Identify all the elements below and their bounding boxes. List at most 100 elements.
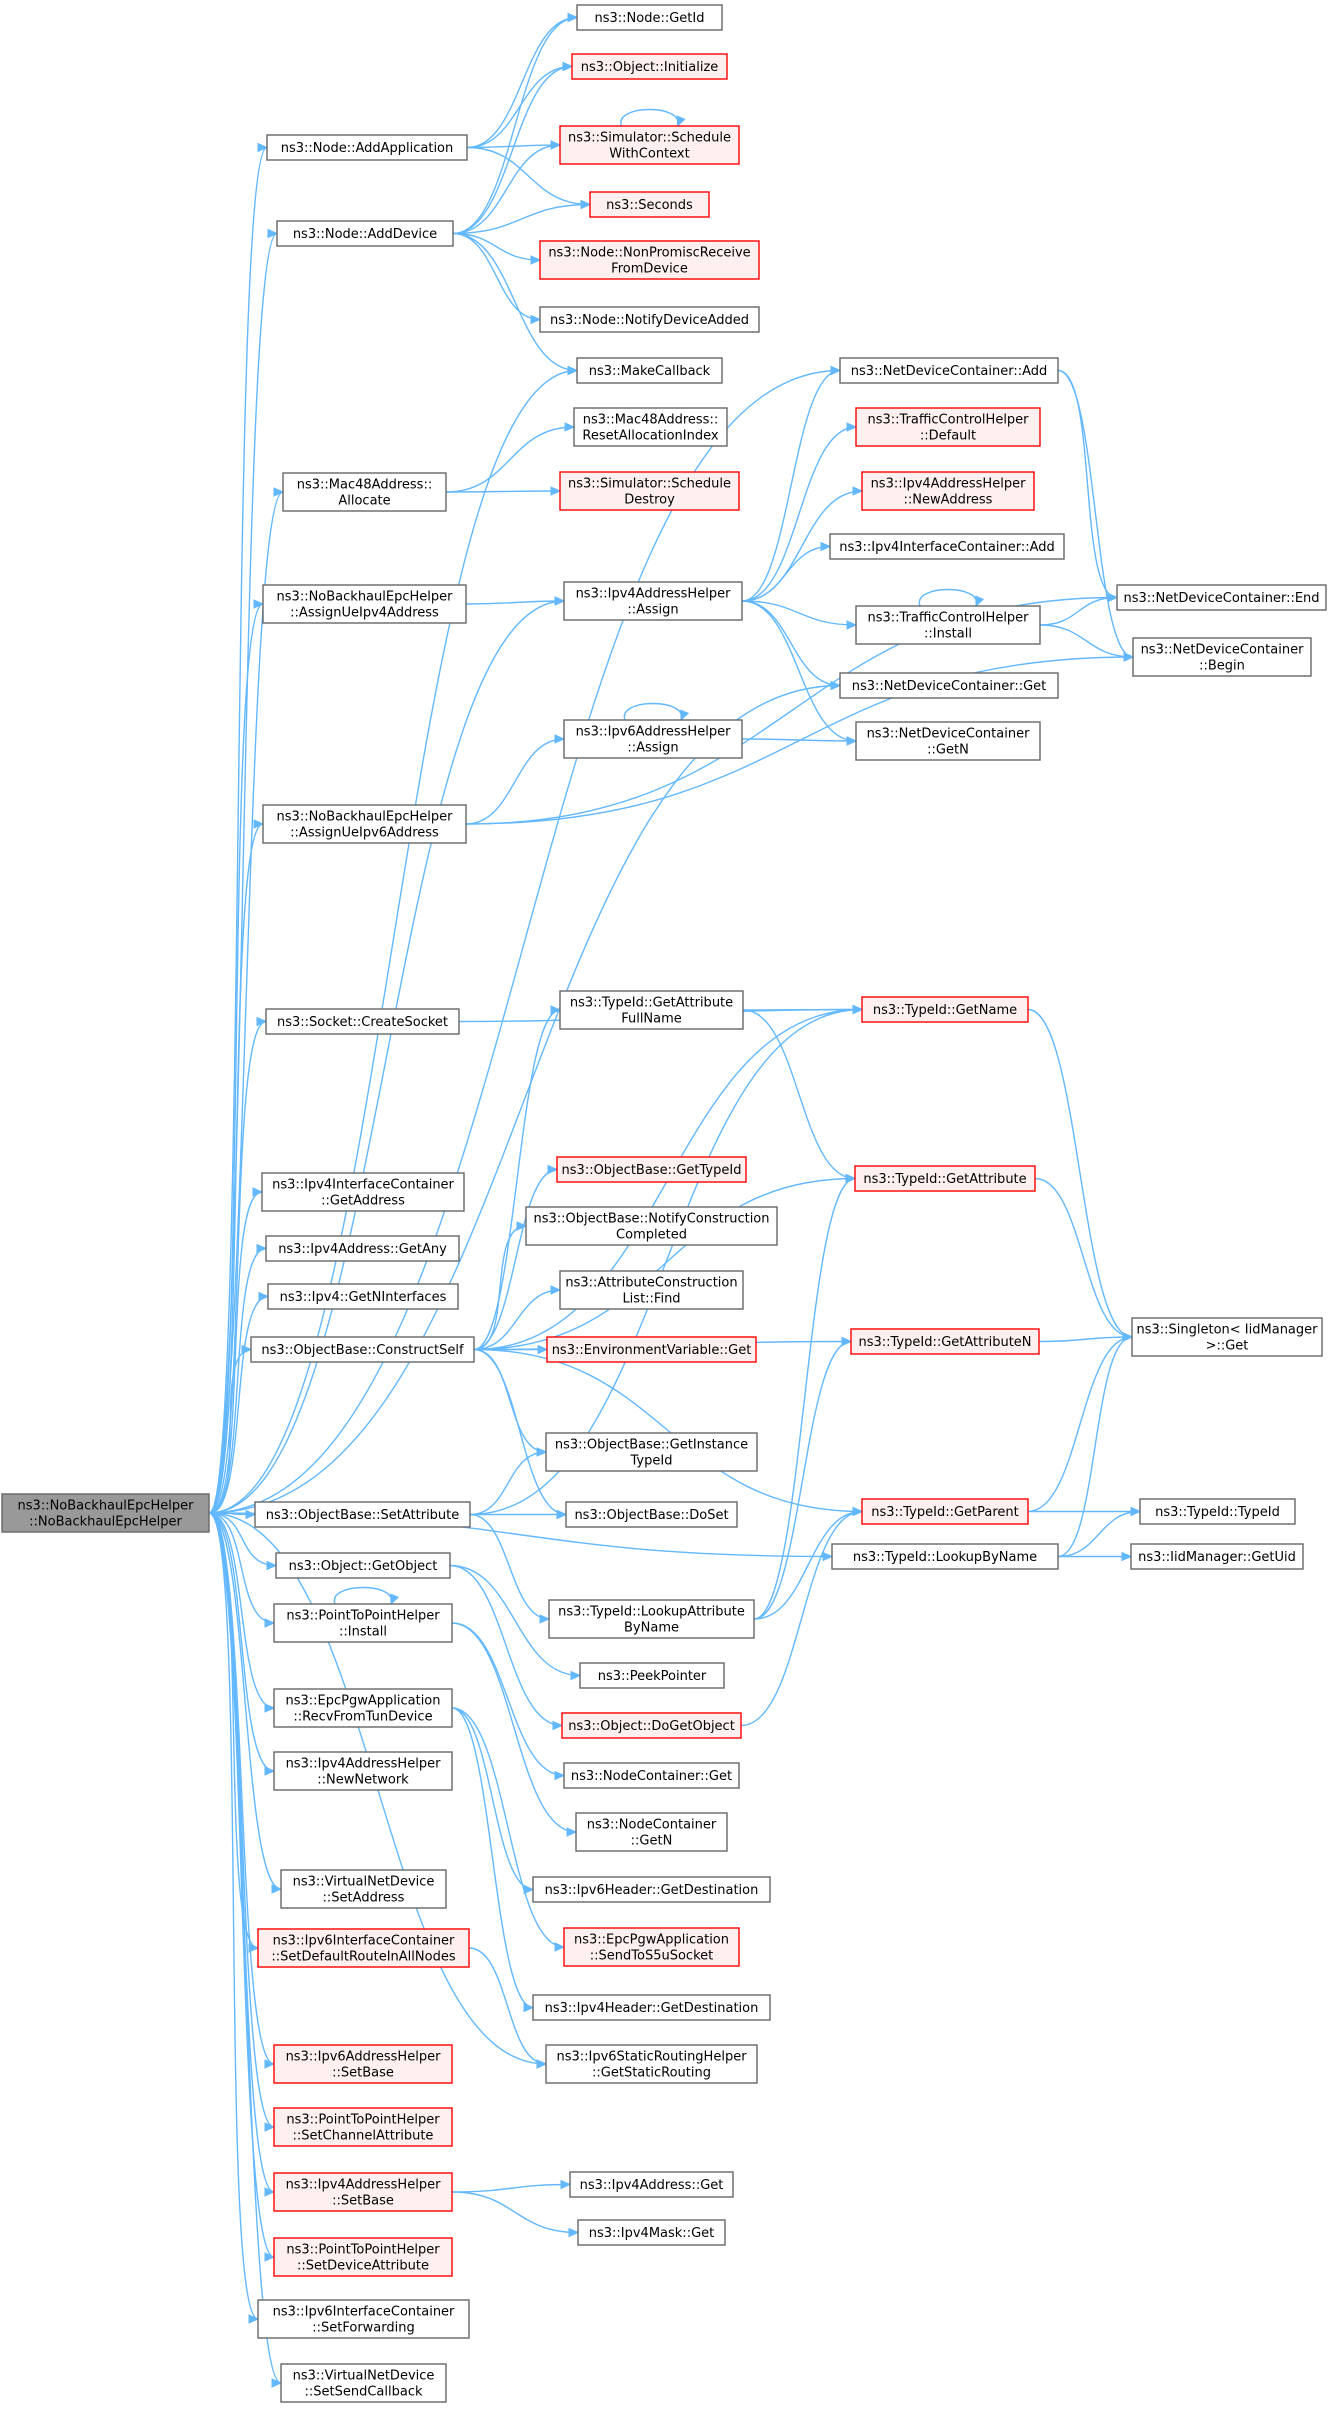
graph-node-constructSelf[interactable]: ns3::ObjectBase::ConstructSelf <box>250 1336 475 1363</box>
graph-node-vndSetAddr[interactable]: ns3::VirtualNetDevice::SetAddress <box>280 1869 447 1909</box>
call-edge <box>1039 624 1134 658</box>
graph-node-assignV4[interactable]: ns3::NoBackhaulEpcHelper::AssignUeIpv4Ad… <box>262 584 467 624</box>
graph-node-v6SetBase[interactable]: ns3::Ipv6AddressHelper::SetBase <box>273 2044 453 2084</box>
graph-node-v4icAdd[interactable]: ns3::Ipv4InterfaceContainer::Add <box>829 533 1065 560</box>
call-edge <box>452 16 578 235</box>
node-box <box>576 357 723 384</box>
graph-node-tidGetAttr[interactable]: ns3::TypeId::GetAttribute <box>854 1165 1036 1192</box>
graph-node-iidGetUid[interactable]: ns3::IidManager::GetUid <box>1130 1543 1304 1570</box>
graph-node-obNotify[interactable]: ns3::ObjectBase::NotifyConstructionCompl… <box>525 1206 778 1246</box>
graph-node-p2pInstall[interactable]: ns3::PointToPointHelper::Install <box>273 1603 453 1643</box>
graph-node-addApp[interactable]: ns3::Node::AddApplication <box>266 134 468 161</box>
graph-node-v6icSetFwd[interactable]: ns3::Ipv6InterfaceContainer::SetForwardi… <box>257 2299 470 2339</box>
graph-node-v4AddrGet[interactable]: ns3::Ipv4Address::Get <box>569 2171 734 2198</box>
call-edge <box>742 1008 863 1011</box>
graph-node-createSocket[interactable]: ns3::Socket::CreateSocket <box>265 1008 460 1035</box>
graph-node-ndcBegin[interactable]: ns3::NetDeviceContainer::Begin <box>1132 637 1312 677</box>
node-box <box>861 1498 1029 1525</box>
graph-node-v6SetDefRoute[interactable]: ns3::Ipv6InterfaceContainer::SetDefaultR… <box>257 1928 470 1968</box>
graph-node-envGet[interactable]: ns3::EnvironmentVariable::Get <box>546 1336 757 1363</box>
graph-node-obDoSet[interactable]: ns3::ObjectBase::DoSet <box>565 1501 738 1528</box>
node-label: >::Get <box>1206 1339 1249 1354</box>
graph-node-allocate[interactable]: ns3::Mac48Address::Allocate <box>282 472 447 512</box>
node-label: ::NewNetwork <box>317 1773 409 1788</box>
graph-node-notifyDevAdded[interactable]: ns3::Node::NotifyDeviceAdded <box>539 306 760 333</box>
call-edge <box>466 16 578 149</box>
node-box <box>261 1172 465 1212</box>
graph-node-doGetObj[interactable]: ns3::Object::DoGetObject <box>561 1712 742 1739</box>
graph-node-recvTun[interactable]: ns3::EpcPgwApplication::RecvFromTunDevic… <box>273 1688 453 1728</box>
node-box <box>257 1928 470 1968</box>
graph-node-setAttr[interactable]: ns3::ObjectBase::SetAttribute <box>254 1501 471 1528</box>
graph-node-ndcGet[interactable]: ns3::NetDeviceContainer::Get <box>839 672 1059 699</box>
call-edge <box>741 600 857 742</box>
graph-node-tidTypeId[interactable]: ns3::TypeId::TypeId <box>1139 1498 1296 1525</box>
graph-node-ndcAdd[interactable]: ns3::NetDeviceContainer::Add <box>839 357 1059 384</box>
graph-node-tidGetAttrN[interactable]: ns3::TypeId::GetAttributeN <box>850 1328 1040 1355</box>
graph-node-ndcGetN[interactable]: ns3::NetDeviceContainer::GetN <box>855 721 1041 761</box>
node-label: ns3::Node::NonPromiscReceive <box>548 246 750 261</box>
node-box <box>839 357 1059 384</box>
node-label: ns3::TypeId::LookupByName <box>853 1550 1037 1565</box>
graph-node-tchInstall[interactable]: ns3::TrafficControlHelper::Install <box>855 605 1041 645</box>
node-box <box>855 721 1041 761</box>
graph-node-v4NewAddr[interactable]: ns3::Ipv4AddressHelper::NewAddress <box>861 471 1035 511</box>
node-box <box>545 1432 758 1472</box>
graph-node-resetAlloc[interactable]: ns3::Mac48Address::ResetAllocationIndex <box>573 407 728 447</box>
node-box <box>545 2044 758 2084</box>
graph-node-v4MaskGet[interactable]: ns3::Ipv4Mask::Get <box>577 2219 726 2246</box>
graph-node-v6HdrDst[interactable]: ns3::Ipv6Header::GetDestination <box>532 1876 771 1903</box>
call-edge <box>742 1009 856 1180</box>
graph-node-getAny[interactable]: ns3::Ipv4Address::GetAny <box>265 1235 460 1262</box>
graph-node-v4HdrDst[interactable]: ns3::Ipv4Header::GetDestination <box>532 1994 771 2021</box>
graph-node-v6StaticRt[interactable]: ns3::Ipv6StaticRoutingHelper::GetStaticR… <box>545 2044 758 2084</box>
graph-node-tchDefault[interactable]: ns3::TrafficControlHelper::Default <box>855 407 1041 447</box>
graph-node-v4Assign[interactable]: ns3::Ipv4AddressHelper::Assign <box>563 581 743 621</box>
graph-node-assignV6[interactable]: ns3::NoBackhaulEpcHelper::AssignUeIpv6Ad… <box>262 804 467 844</box>
graph-node-makeCallback[interactable]: ns3::MakeCallback <box>576 357 723 384</box>
graph-node-ncGet[interactable]: ns3::NodeContainer::Get <box>563 1762 740 1789</box>
graph-node-p2pSetChan[interactable]: ns3::PointToPointHelper::SetChannelAttri… <box>273 2107 453 2147</box>
graph-node-singletonGet[interactable]: ns3::Singleton< IidManager>::Get <box>1131 1317 1323 1357</box>
graph-node-v4SetBase[interactable]: ns3::Ipv4AddressHelper::SetBase <box>273 2172 453 2212</box>
call-edge <box>452 203 591 235</box>
call-edge <box>452 232 578 372</box>
node-label: ns3::Ipv4AddressHelper <box>871 477 1027 492</box>
call-edge <box>208 603 264 1514</box>
graph-node-sendS5u[interactable]: ns3::EpcPgwApplication::SendToS5uSocket <box>563 1927 740 1967</box>
graph-node-seconds[interactable]: ns3::Seconds <box>589 191 710 218</box>
graph-node-addDev[interactable]: ns3::Node::AddDevice <box>276 220 454 247</box>
graph-node-objInit[interactable]: ns3::Object::Initialize <box>571 53 728 80</box>
graph-node-getObject[interactable]: ns3::Object::GetObject <box>275 1552 451 1579</box>
node-label: ::SetDefaultRouteInAllNodes <box>271 1950 455 1965</box>
graph-node-nodeGetId[interactable]: ns3::Node::GetId <box>576 4 723 31</box>
node-box <box>861 996 1029 1023</box>
graph-node-peekPtr[interactable]: ns3::PeekPointer <box>579 1662 725 1689</box>
graph-node-tidGetName[interactable]: ns3::TypeId::GetName <box>861 996 1029 1023</box>
graph-node-tidGetParent[interactable]: ns3::TypeId::GetParent <box>861 1498 1029 1525</box>
graph-node-vndSetSendCb[interactable]: ns3::VirtualNetDevice::SetSendCallback <box>280 2363 447 2403</box>
node-box <box>273 1688 453 1728</box>
call-edge <box>208 1512 277 1567</box>
graph-node-ndcEnd[interactable]: ns3::NetDeviceContainer::End <box>1116 584 1327 611</box>
graph-node-p2pSetDev[interactable]: ns3::PointToPointHelper::SetDeviceAttrib… <box>273 2237 453 2277</box>
graph-node-ncGetN[interactable]: ns3::NodeContainer::GetN <box>575 1812 728 1852</box>
graph-node-v4icGetAddr[interactable]: ns3::Ipv4InterfaceContainer::GetAddress <box>261 1172 465 1212</box>
edge-arrowhead <box>273 487 285 497</box>
graph-node-getNIf[interactable]: ns3::Ipv4::GetNInterfaces <box>267 1283 459 1310</box>
graph-node-v6Assign[interactable]: ns3::Ipv6AddressHelper::Assign <box>563 719 743 759</box>
call-edges <box>208 12 1142 2388</box>
graph-node-tidLookupByName[interactable]: ns3::TypeId::LookupByName <box>831 1543 1059 1570</box>
node-label: ns3::Node::NotifyDeviceAdded <box>550 313 749 328</box>
node-label: ns3::TypeId::GetAttribute <box>570 996 733 1011</box>
graph-node-newNetwork[interactable]: ns3::Ipv4AddressHelper::NewNetwork <box>273 1751 453 1791</box>
graph-node-obGetTypeId[interactable]: ns3::ObjectBase::GetTypeId <box>556 1156 747 1183</box>
edge-arrowhead <box>257 142 269 153</box>
